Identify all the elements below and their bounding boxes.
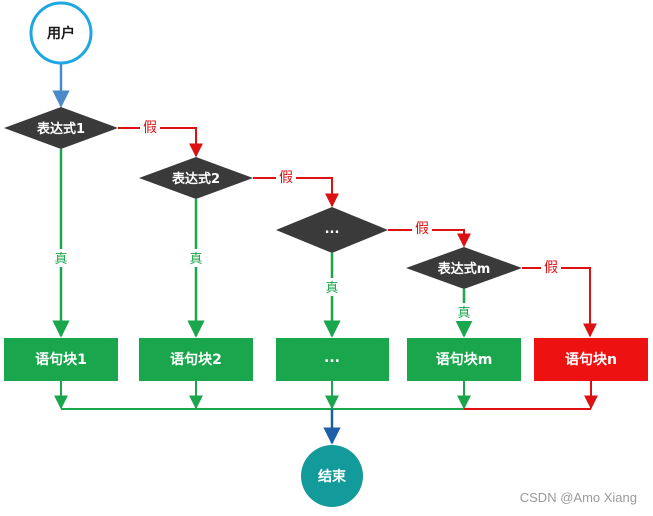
decision-ellipsis	[276, 207, 388, 253]
start-label: 用户	[47, 25, 75, 42]
false-label-1-bg	[140, 118, 160, 136]
false-label-1: 假	[143, 120, 157, 136]
block-2	[139, 338, 253, 381]
end-label: 结束	[318, 468, 347, 485]
decision-ellipsis-label: ...	[325, 222, 340, 237]
decision-2	[139, 157, 253, 199]
true-label-1-bg	[52, 249, 70, 267]
true-label-2: 真	[189, 252, 202, 267]
decision-1	[4, 107, 118, 149]
block-ellipsis-label: ...	[324, 350, 340, 366]
false-label-2-bg	[276, 168, 296, 186]
block-1-label: 语句块1	[35, 351, 87, 368]
decision-2-label: 表达式2	[171, 171, 220, 187]
block-2-label: 语句块2	[170, 351, 222, 368]
block-n	[534, 338, 648, 381]
true-label-1: 真	[54, 252, 67, 267]
block-n-label: 语句块n	[565, 351, 617, 368]
true-label-ellipsis-bg	[323, 278, 341, 296]
decision-m-label: 表达式m	[437, 261, 491, 277]
true-label-m: 真	[457, 306, 470, 321]
true-label-ellipsis: 真	[325, 281, 338, 296]
false-edge-m	[522, 267, 597, 338]
false-label-ellipsis-bg	[412, 219, 432, 237]
true-label-2-bg	[187, 249, 205, 267]
decision-m	[406, 247, 522, 289]
false-label-ellipsis: 假	[415, 221, 429, 237]
false-label-m: 假	[544, 260, 558, 276]
end-node	[301, 445, 363, 507]
watermark: CSDN @Amo Xiang	[520, 490, 637, 505]
false-label-m-bg	[541, 258, 561, 276]
block-m-label: 语句块m	[436, 351, 493, 368]
block-1	[4, 338, 118, 381]
decision-1-label: 表达式1	[36, 121, 85, 137]
block-m	[407, 338, 521, 381]
block-ellipsis	[276, 338, 389, 381]
true-label-m-bg	[455, 303, 473, 321]
start-node	[29, 1, 93, 65]
false-label-2: 假	[279, 170, 293, 186]
